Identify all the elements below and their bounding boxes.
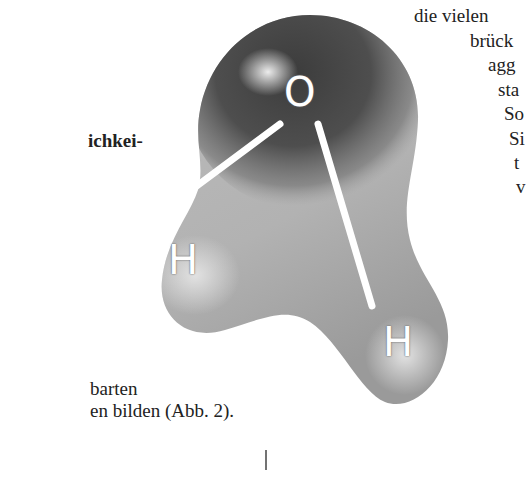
text-fragment: en bilden (Abb. 2). xyxy=(90,401,234,420)
text-fragment: die vielen xyxy=(414,6,488,25)
text-fragment: v xyxy=(516,177,526,196)
bond-line xyxy=(318,124,372,306)
text-fragment: barten xyxy=(90,379,137,398)
text-fragment: t xyxy=(514,153,519,172)
text-fragment: ichkei- xyxy=(88,131,143,150)
oxygen-region xyxy=(187,0,423,210)
hydrogen-glow xyxy=(365,315,445,395)
atom-label: H xyxy=(383,322,413,362)
text-fragment: sta xyxy=(498,80,519,99)
text-fragment: Si xyxy=(509,129,525,148)
column-rule xyxy=(265,450,267,470)
atom-label: H xyxy=(168,240,198,280)
atom-label: O xyxy=(284,72,315,112)
text-fragment: agg xyxy=(488,55,515,74)
hydrogen-glow xyxy=(150,235,240,315)
text-fragment: brück xyxy=(470,31,513,50)
bond-line xyxy=(194,124,280,188)
text-fragment: So xyxy=(504,104,524,123)
